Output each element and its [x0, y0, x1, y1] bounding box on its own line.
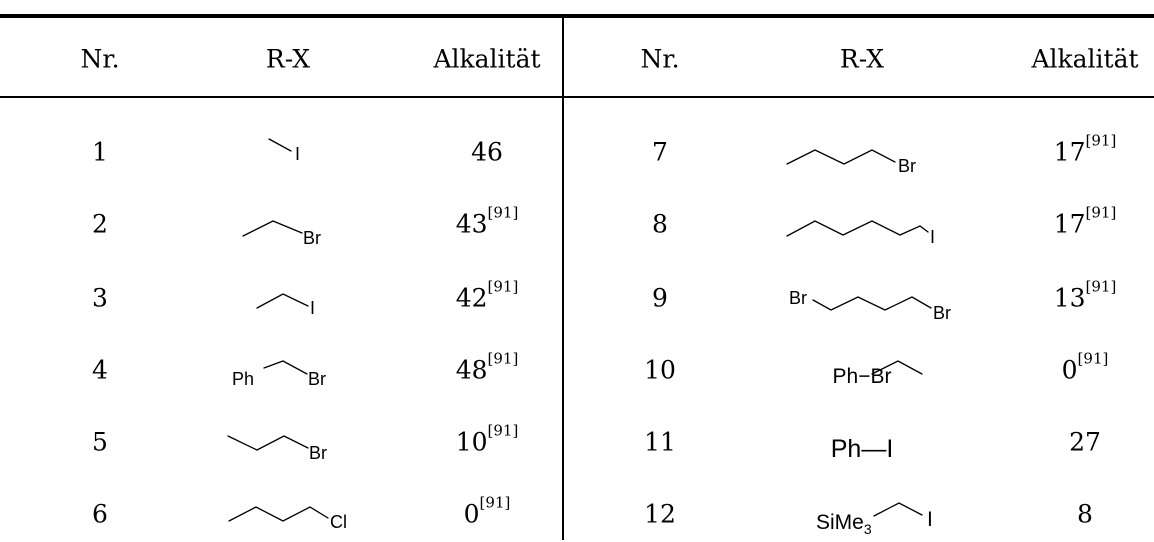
- structure-7-label: Br: [898, 156, 916, 176]
- row-5-nr: 5: [92, 427, 108, 457]
- row-2-value: 43[91]: [455, 203, 519, 239]
- structure-9-label-right: Br: [933, 303, 951, 323]
- structure-11-label: Ph—I: [831, 435, 894, 463]
- structure-4-label-br: Br: [308, 369, 326, 389]
- row-12-nr: 12: [644, 499, 676, 529]
- row-4-nr: 4: [92, 355, 108, 385]
- row-1-value: 46: [471, 137, 503, 167]
- row-10-nr: 10: [644, 355, 676, 385]
- row-8-nr: 8: [652, 209, 668, 239]
- header-rx-right: R-X: [839, 44, 885, 74]
- structure-3-bonds: [256, 293, 309, 309]
- row-7-nr: 7: [652, 137, 668, 167]
- header-alkalitaet-left: Alkalität: [433, 44, 541, 74]
- header-rx-left: R-X: [265, 44, 311, 74]
- structure-6-label: Cl: [330, 512, 347, 532]
- row-12-value: 8: [1077, 499, 1093, 529]
- header-nr-right: Nr.: [640, 44, 680, 74]
- structure-8-bonds: [786, 220, 929, 237]
- structure-9-label-left: Br: [789, 288, 807, 308]
- row-6-value: 0[91]: [463, 493, 511, 529]
- structure-7-bonds: [786, 149, 896, 165]
- column-divider: [562, 18, 564, 540]
- structure-12-chain: [873, 502, 923, 517]
- structure-12-label-simo: SiMe3: [816, 511, 872, 537]
- table-top-rule: [0, 14, 1154, 18]
- row-3-value: 42[91]: [455, 277, 519, 313]
- row-6-nr: 6: [92, 499, 108, 529]
- row-10-value: 0[91]: [1061, 349, 1109, 385]
- row-11-value: 27: [1069, 427, 1101, 457]
- structure-10-label: Ph−Br: [833, 365, 892, 388]
- header-nr-left: Nr.: [80, 44, 120, 74]
- structure-3-label: I: [310, 298, 315, 318]
- row-1-nr: 1: [92, 137, 108, 167]
- row-8-value: 17[91]: [1053, 203, 1117, 239]
- structure-5-bonds: [227, 435, 309, 451]
- row-4-value: 48[91]: [455, 349, 519, 385]
- structure-4-bonds: [263, 360, 308, 375]
- structure-4-label-ph: Ph: [232, 369, 254, 389]
- row-11-nr: 11: [644, 427, 676, 457]
- row-3-nr: 3: [92, 283, 108, 313]
- structure-2-label: Br: [303, 228, 321, 248]
- structure-2-bonds: [242, 220, 303, 237]
- header-bottom-rule: [0, 96, 1154, 98]
- structure-1-label: I: [295, 144, 300, 164]
- row-9-nr: 9: [652, 283, 668, 313]
- row-2-nr: 2: [92, 209, 108, 239]
- structure-5-label: Br: [309, 443, 327, 463]
- row-9-value: 13[91]: [1053, 277, 1117, 313]
- structure-9-bonds: [812, 296, 932, 311]
- row-7-value: 17[91]: [1053, 131, 1117, 167]
- row-5-value: 10[91]: [455, 421, 519, 457]
- structure-12-label-i: I: [927, 508, 933, 531]
- header-alkalitaet-right: Alkalität: [1031, 44, 1139, 74]
- structure-8-label: I: [930, 227, 935, 247]
- structure-12-bonds: [871, 360, 923, 375]
- structure-1-bonds: [268, 138, 292, 152]
- structure-6-bonds: [228, 506, 329, 522]
